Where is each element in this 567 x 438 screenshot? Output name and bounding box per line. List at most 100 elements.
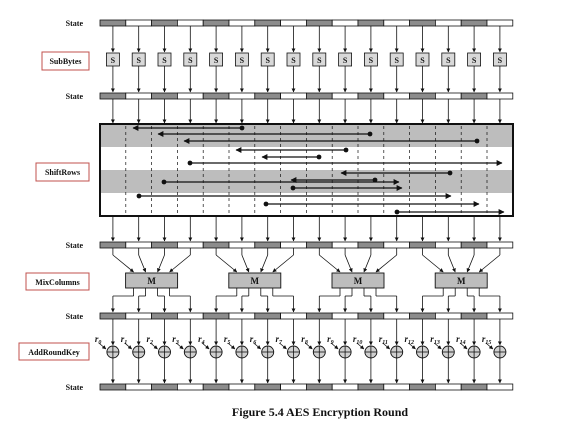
state-label-1: State [66,19,84,28]
round-key-10: r10 [353,334,363,346]
key-arrow-8 [305,342,313,350]
figure-caption: Figure 5.4 AES Encryption Round [232,405,408,419]
state-cell-5-7 [280,383,307,391]
state-cell-1-13 [434,19,462,27]
key-arrow-2 [150,342,158,350]
round-key-7: r7 [276,334,284,346]
state-cell-2-5 [228,92,256,100]
round-key-index-5: 5 [227,340,230,346]
round-key-15: r15 [482,334,492,346]
sbox-label-10: S [369,56,374,65]
state-cell-4-14 [460,312,488,320]
key-arrow-3 [176,342,184,350]
key-arrow-0 [98,342,107,350]
mix-in-1 [138,254,147,273]
state-cell-3-8 [305,241,333,249]
state-cell-3-13 [434,241,462,249]
round-key-13: r13 [430,334,440,346]
sbox-label-9: S [343,56,348,65]
state-cell-4-12 [409,312,436,320]
round-key-4: r4 [198,334,205,346]
state-cell-5-6 [254,383,282,391]
state-cell-2-7 [280,92,307,100]
state-cell-2-4 [202,92,230,100]
state-cell-4-7 [280,312,307,320]
state-cell-3-1 [125,241,153,249]
sbox-label-12: S [420,56,425,65]
state-cell-4-1 [125,312,153,320]
mix-in-7 [272,254,294,273]
shiftrows-arrow-dot-12 [394,209,400,215]
shiftrows-arrow-dot-7 [372,177,378,183]
mix-box-label-0: M [147,276,156,286]
round-key-index-10: 10 [356,340,362,346]
state-cell-5-11 [383,383,410,391]
shiftrows-arrow-dot-10 [136,193,142,199]
state-cell-2-1 [125,92,153,100]
round-key-index-11: 11 [382,340,388,346]
state-cell-3-5 [228,241,256,249]
key-arrow-9 [330,342,339,350]
state-cell-2-2 [151,92,178,100]
state-cell-2-6 [254,92,282,100]
state-cell-3-0 [99,241,127,249]
round-key-index-8: 8 [305,340,308,346]
sbox-label-15: S [498,56,503,65]
mix-in-13 [447,254,456,273]
key-arrow-4 [201,342,210,350]
svg-text:ShiftRows: ShiftRows [45,168,80,177]
state-cell-5-14 [460,383,488,391]
round-key-6: r6 [250,334,257,346]
round-key-14: r14 [456,334,466,346]
round-key-index-13: 13 [434,340,440,346]
key-arrow-12 [408,342,416,350]
state-cell-5-8 [305,383,333,391]
key-arrow-1 [124,342,133,350]
mix-box-label-1: M [251,276,260,286]
round-key-0: r0 [95,334,102,346]
state-cell-1-3 [176,19,204,27]
sbox-label-0: S [111,56,116,65]
state-label-5: State [66,383,84,392]
state-cell-1-9 [331,19,359,27]
state-cell-2-13 [434,92,462,100]
state-cell-5-5 [228,383,256,391]
round-key-12: r12 [405,334,415,346]
mix-in-6 [260,254,269,273]
shiftrows-arrow-dot-4 [316,154,322,160]
state-cell-1-10 [357,19,385,27]
state-cell-4-3 [176,312,204,320]
state-cell-2-0 [99,92,127,100]
key-arrow-6 [253,342,262,350]
mix-box-0 [125,272,179,289]
mix-box-1 [228,272,282,289]
mix-in-15 [478,254,501,273]
state-cell-5-10 [357,383,385,391]
state-cell-3-11 [383,241,410,249]
sbox-label-11: S [394,56,399,65]
shiftrows-arrow-dot-11 [263,201,269,207]
state-label-2: State [66,92,84,101]
state-cell-3-4 [202,241,230,249]
key-arrow-10 [356,342,365,350]
mix-in-12 [422,254,444,273]
sbox-label-4: S [214,56,219,65]
round-key-3: r3 [172,334,179,346]
state-label-4: State [66,312,84,321]
state-cell-1-6 [254,19,282,27]
shiftrows-arrow-dot-0 [239,125,245,131]
state-cell-5-15 [486,383,514,391]
state-cell-1-7 [280,19,307,27]
state-cell-3-9 [331,241,359,249]
round-key-index-7: 7 [279,340,283,346]
state-cell-4-5 [228,312,256,320]
state-cell-4-6 [254,312,282,320]
state-cell-3-2 [151,241,178,249]
state-cell-5-9 [331,383,359,391]
mix-in-10 [363,254,372,273]
state-cell-3-14 [460,241,488,249]
mix-in-5 [241,254,250,273]
state-cell-1-1 [125,19,153,27]
state-cell-2-9 [331,92,359,100]
state-cell-4-9 [331,312,359,320]
